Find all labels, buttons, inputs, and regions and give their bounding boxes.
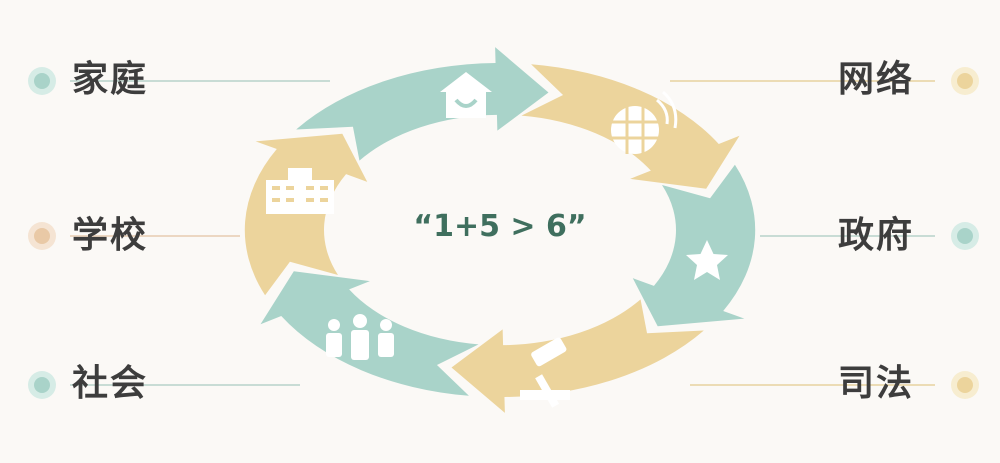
label-school: 学校 — [72, 215, 149, 256]
cycle-arrow — [296, 47, 549, 161]
cycle-arrow — [451, 299, 704, 413]
house-icon — [440, 72, 492, 118]
people-icon — [326, 314, 394, 360]
label-network: 网络 — [838, 59, 915, 100]
cycle-arrows — [244, 47, 756, 413]
cycle-arrow — [260, 271, 479, 396]
center-formula: “1+5 > 6” — [413, 209, 587, 244]
label-judiciary: 司法 — [838, 363, 915, 404]
bullet-icon — [28, 371, 56, 399]
star-icon — [686, 240, 728, 280]
connector-lines — [70, 80, 935, 386]
bullet-icon — [28, 222, 56, 250]
label-society: 社会 — [72, 363, 149, 404]
gavel-icon — [520, 337, 570, 408]
cycle-arrow — [632, 164, 756, 327]
bullet-icon — [951, 67, 979, 95]
school-icon — [266, 168, 334, 214]
globe-icon — [611, 90, 678, 154]
bullet-icon — [28, 67, 56, 95]
bullet-icon — [951, 222, 979, 250]
cycle-arrow — [244, 133, 368, 296]
label-family: 家庭 — [72, 59, 149, 100]
label-government: 政府 — [838, 215, 915, 256]
bullet-icon — [951, 371, 979, 399]
